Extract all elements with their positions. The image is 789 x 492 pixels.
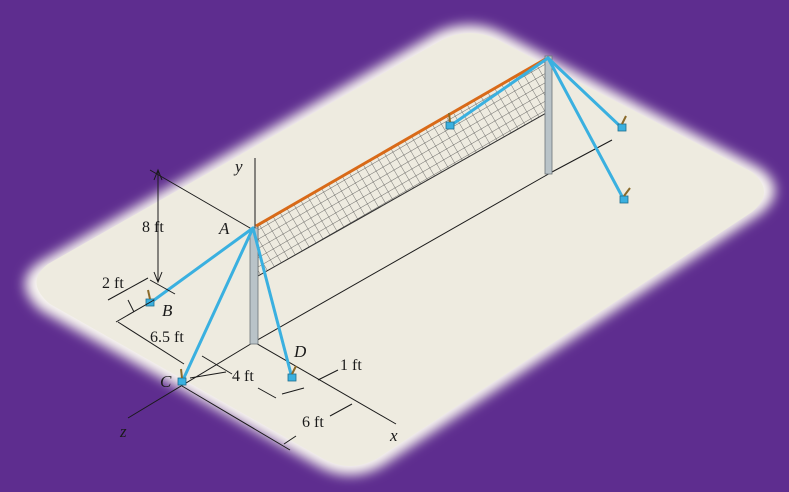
dim-b-to-c-label: 6.5 ft [150,329,184,346]
dim-b-offset-label: 2 ft [102,275,124,292]
cable-far-1 [546,56,624,130]
axis-y-label: y [233,157,243,176]
guy-cables [148,56,626,384]
dimension-lines [107,168,353,451]
anchor-d [287,373,297,382]
cable-a-d [251,226,294,380]
cable-far-2 [546,56,626,202]
dim-c-to-pole-label: 4 ft [232,368,254,385]
cable-far-3 [448,56,550,128]
far-baseline-ext [551,139,613,173]
dim-pole-to-d-label: 6 ft [302,414,324,431]
net-top-band [255,55,550,228]
cable-a-c [180,226,255,384]
anchor-far-2 [619,195,629,204]
point-b-label: B [162,301,173,320]
axis-x-label: x [389,426,398,445]
cable-a-b [148,226,255,305]
stake-pegs [147,112,631,379]
dim-height-label: 8 ft [142,219,164,236]
net-bottom-cord [257,111,549,277]
axis-z-label: z [119,422,127,441]
axes [127,139,613,425]
point-d-label: D [293,342,307,361]
anchor-far-1 [617,123,627,132]
point-c-label: C [160,372,172,391]
ground-plane [36,33,765,466]
z-axis-line [127,341,255,419]
far-baseline [253,171,553,343]
x-axis-line [253,341,397,425]
anchor-c [177,377,187,386]
far-pole [544,55,553,175]
anchor-far-3 [445,121,455,130]
point-a-label: A [218,219,230,238]
dim-d-offset-label: 1 ft [340,357,362,374]
